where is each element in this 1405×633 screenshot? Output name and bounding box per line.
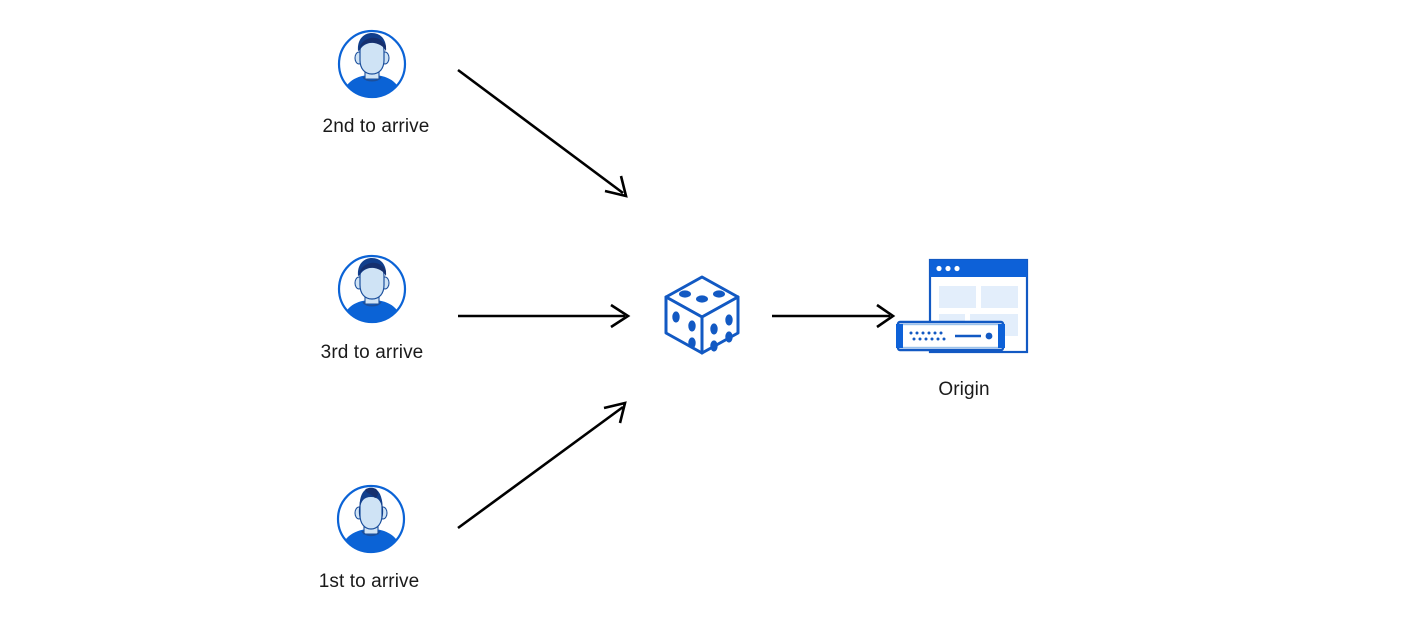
avatar-icon — [336, 484, 406, 554]
avatar-icon — [337, 254, 407, 324]
load-balancer-node — [654, 267, 750, 363]
origin-node — [895, 258, 1035, 358]
server-device-icon — [896, 320, 1005, 352]
origin-icon — [896, 258, 1029, 354]
arrow-3rd-to-dice — [458, 303, 631, 329]
avatar-icon — [337, 29, 407, 99]
client-node-2nd — [335, 27, 409, 101]
client-label-3rd: 3rd to arrive — [320, 342, 424, 363]
arrow-2nd-to-dice — [457, 68, 628, 198]
client-node-3rd — [335, 252, 409, 326]
arrow-dice-to-origin — [772, 303, 896, 329]
client-label-1st: 1st to arrive — [318, 571, 420, 592]
arrow-1st-to-dice — [457, 401, 627, 530]
dice-icon — [664, 275, 740, 355]
origin-label: Origin — [938, 379, 990, 400]
client-label-2nd: 2nd to arrive — [322, 116, 430, 137]
client-node-1st — [334, 482, 408, 556]
